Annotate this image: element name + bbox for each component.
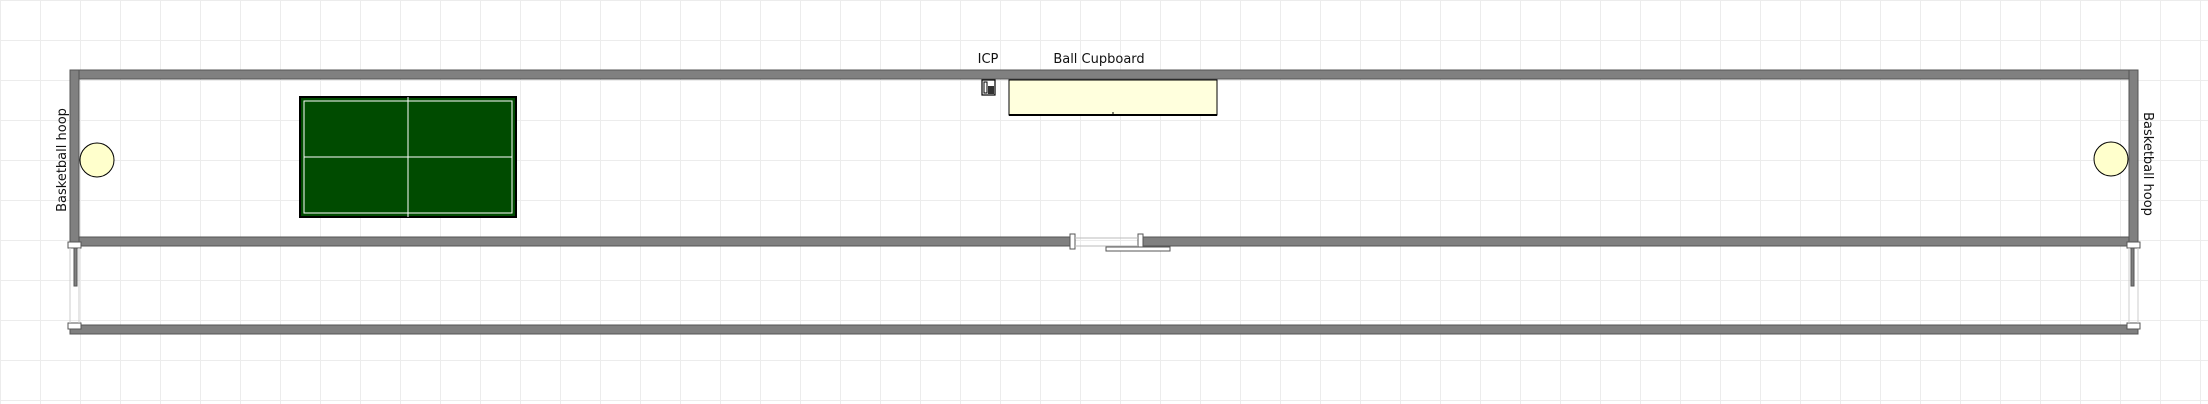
icp-icon (981, 79, 996, 96)
top-wall (69, 69, 2139, 80)
basketball-hoop-right-label: Basketball hoop (2140, 112, 2155, 216)
middle-door (1069, 233, 1171, 252)
icp-label: ICP (978, 52, 999, 67)
middle-wall-right (1139, 236, 2130, 247)
ball-cupboard (1008, 79, 1218, 116)
basketball-hoop-right (2093, 141, 2129, 177)
ball-cupboard-label: Ball Cupboard (1053, 52, 1144, 67)
basketball-hoop-left-label: Basketball hoop (55, 108, 70, 212)
bottom-wall (69, 324, 2139, 335)
right-wall (2128, 69, 2139, 248)
basketball-hoop-left (79, 142, 115, 178)
left-corridor-door (67, 241, 82, 330)
ping-pong-table (299, 96, 517, 218)
right-corridor-door (2126, 241, 2141, 330)
left-wall (69, 69, 80, 248)
middle-wall-left (78, 236, 1074, 247)
